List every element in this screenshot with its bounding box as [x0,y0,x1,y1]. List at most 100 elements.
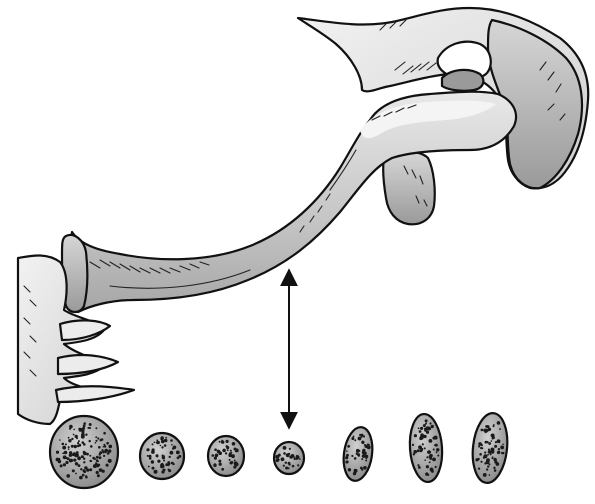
stipple-dot [59,439,61,441]
stipple-dot [354,439,357,442]
stipple-dot [355,448,360,453]
stipple-dot [363,451,367,455]
stipple-dot [97,437,100,440]
stipple-dot [222,448,226,453]
stipple-dot [425,420,428,423]
stipple-dot [151,443,154,446]
stipple-dot [77,442,80,445]
stipple-dot [151,466,155,470]
stipple-dot [281,457,284,460]
stipple-dot [436,448,440,452]
stipple-dot [345,453,349,457]
stipple-dot [170,439,173,442]
stipple-dot [486,425,490,429]
stipple-dot [485,460,490,465]
clavicle-cross-sections [48,412,509,490]
stipple-dot [83,457,86,460]
stipple-dot [225,439,229,443]
stipple-dot [423,447,426,450]
stipple-dot [106,441,109,445]
stipple-dot [425,422,428,425]
stipple-dot [234,462,239,467]
stipple-dot [85,433,88,436]
stipple-dot [293,457,296,461]
stipple-dot [105,449,108,452]
stipple-dot [165,463,169,466]
stipple-dot [161,454,164,457]
stipple-dot [156,440,160,445]
stipple-dot [351,437,355,441]
stipple-dot [64,443,67,446]
stipple-dot [299,458,301,460]
stipple-dot [347,468,352,472]
stipple-dot [81,429,85,432]
stipple-dot [291,464,295,468]
stipple-dot [491,456,494,459]
stipple-dot [86,452,89,456]
stipple-dot [59,464,63,468]
stipple-dot [71,437,74,441]
stipple-dot [218,440,221,443]
stipple-dot [83,422,86,425]
stipple-dot [62,445,67,450]
stipple-dot [487,453,489,456]
stipple-dot [172,462,175,466]
stipple-dot [69,424,73,429]
stipple-dot [420,426,424,430]
stipple-dot [98,468,103,472]
stipple-dot [168,455,171,459]
stipple-dot [353,457,357,460]
stipple-dot [363,466,367,470]
stipple-dot [297,464,300,467]
stipple-dot [477,467,481,470]
stipple-dot [490,449,495,454]
stipple-dot [69,451,73,455]
stipple-dot [96,474,100,478]
stipple-dot [417,466,421,469]
stipple-dot [55,450,60,454]
stipple-dot [156,439,159,442]
stipple-dot [497,448,501,451]
stipple-dot [77,440,80,443]
stipple-dot [488,474,491,476]
sternum-manubrium [16,254,136,426]
stipple-dot [353,468,358,473]
stipple-dot [94,458,96,460]
stipple-dot [156,455,159,458]
stipple-dot [502,451,505,455]
stipple-dot [160,464,164,469]
cross-section-5 [342,426,374,482]
stipple-dot [345,460,349,464]
stipple-dot [221,467,225,471]
stipple-dot [429,451,432,454]
stipple-dot [65,460,69,465]
stipple-dot [357,436,362,441]
stipple-dot [214,453,219,458]
stipple-dot [230,451,233,454]
stipple-dot [171,444,173,446]
stipple-dot [103,445,107,448]
stipple-dot [482,456,486,459]
stipple-dot [488,463,491,466]
stipple-dot [479,453,482,456]
stipple-dot [428,454,433,459]
stipple-dot [161,446,164,449]
stipple-dot [160,436,164,440]
stipple-dot [430,467,433,470]
stipple-dot [64,451,67,454]
stipple-dot [283,452,286,455]
stipple-dot [150,460,155,464]
stipple-dot [487,450,492,454]
stipple-dot [360,433,364,437]
stipple-dot [487,428,491,432]
stipple-dot [98,446,101,449]
stipple-dot [61,442,65,446]
stipple-dot [487,448,490,451]
stipple-dot [62,463,66,467]
stipple-dot [74,434,78,439]
stipple-dot [423,434,427,439]
stipple-dot [361,458,364,461]
stipple-dot [282,464,285,467]
stipple-dot [88,439,91,443]
cross-section-outline [471,412,509,484]
